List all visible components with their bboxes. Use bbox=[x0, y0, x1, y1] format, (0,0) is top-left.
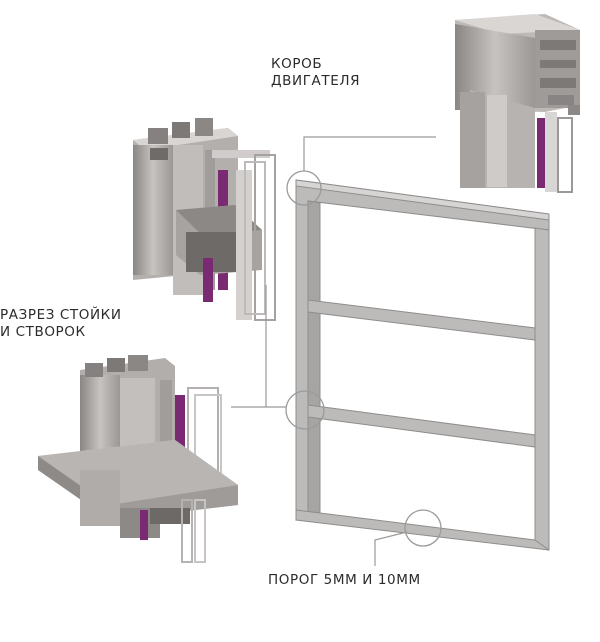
profile-section-lower-illustration bbox=[38, 355, 238, 563]
motor-box-illustration bbox=[455, 14, 580, 193]
profile-section-label: РАЗРЕЗ СТОЙКИ И СТВОРОК bbox=[0, 307, 122, 340]
callout-lines bbox=[231, 136, 436, 566]
callout-line-motor bbox=[303, 136, 436, 171]
threshold-label: ПОРОГ 5ММ И 10ММ bbox=[268, 572, 421, 588]
profile-section-upper-illustration bbox=[133, 118, 276, 321]
door-frame bbox=[295, 179, 550, 551]
callout-circle-bottom bbox=[404, 509, 442, 547]
callout-circle-middle bbox=[285, 390, 325, 430]
callout-line-threshold bbox=[374, 531, 408, 566]
motor-box-label: КОРОБ ДВИГАТЕЛЯ bbox=[271, 56, 361, 89]
